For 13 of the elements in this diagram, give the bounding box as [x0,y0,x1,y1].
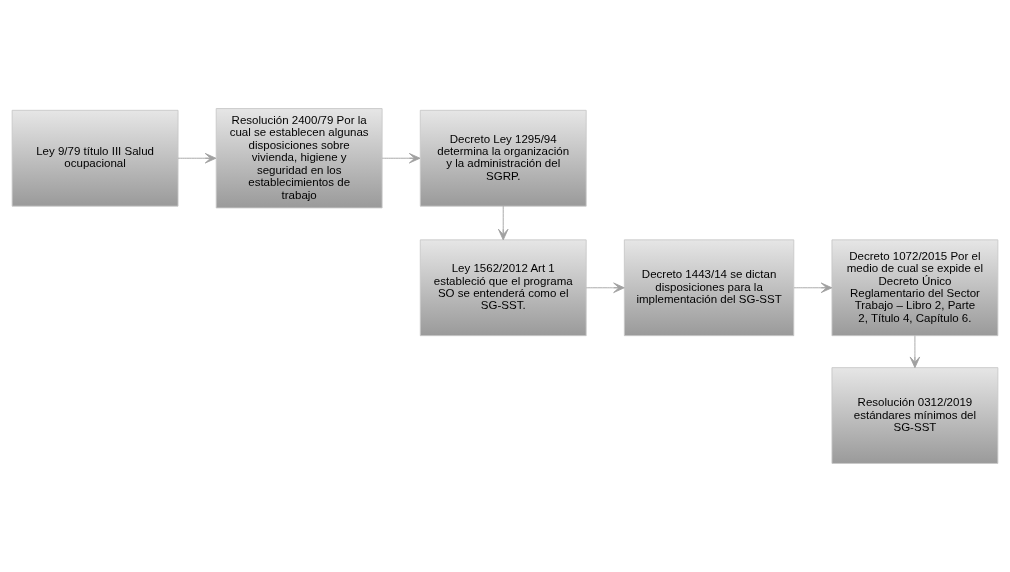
node-box: Resolución 2400/79 Por la cual se establecen algunas disposiciones sobre vivienda, higiene y seguridad en los establecimientos de trabajo [215,108,383,209]
node-box: Ley 9/79 título III Salud ocupacional [11,109,179,207]
node-box: Resolución 0312/2019 estándares mínimos del SG-SST [831,367,999,464]
node-box: Decreto 1072/2015 Por el medio de cual se expide el Decreto Único Reglamentario del Sector Trabajo – Libro 2, Parte 2, Título 4, Capítulo 6. [831,239,999,337]
arrow [793,282,833,293]
arrow [381,153,421,164]
node-box: Decreto 1443/14 se dictan disposiciones para la implementación del SG-SST [623,239,795,337]
node-box: Decreto Ley 1295/94 determina la organización y la administración del SGRP. [419,109,587,207]
arrow [498,205,509,241]
arrow [585,282,625,293]
node-box: Ley 1562/2012 Art 1 estableció que el programa SO se entenderá como el SG-SST. [419,239,587,337]
arrow [909,335,921,369]
arrow [177,153,217,164]
